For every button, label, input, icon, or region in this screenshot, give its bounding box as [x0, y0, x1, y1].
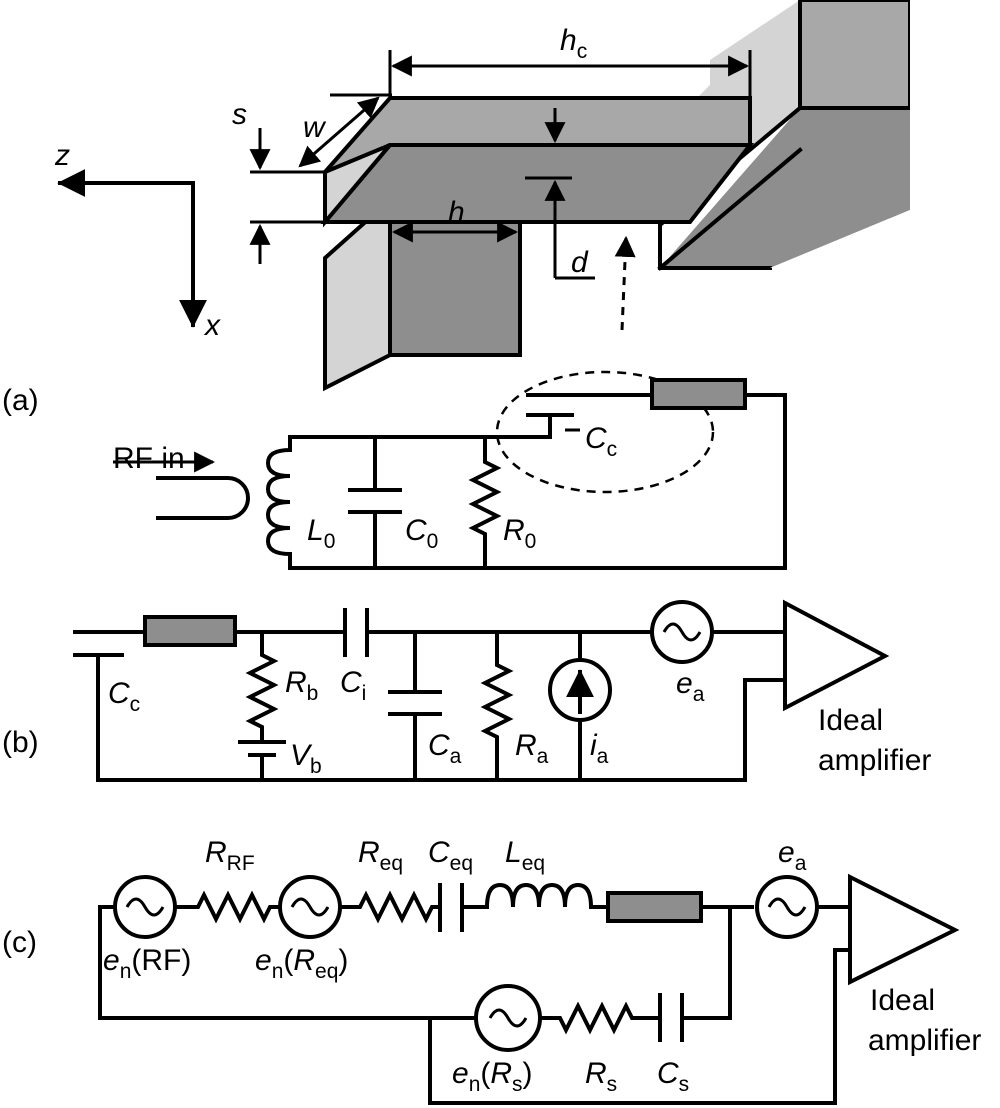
axis-x-label: x	[203, 309, 221, 342]
cantilever-resistor-block	[650, 378, 747, 410]
label-Leq: Leq	[505, 836, 545, 875]
label-ea-b: ea	[676, 667, 705, 706]
dimension-w: w	[298, 93, 392, 168]
resistor-Req	[338, 890, 442, 924]
label-s: s	[232, 98, 247, 131]
inductor-L0	[265, 435, 292, 570]
label-enRs: en(Rs)	[452, 1057, 533, 1096]
amp-label-c-line2: amplifier	[868, 1024, 981, 1057]
label-Req: Req	[358, 836, 403, 875]
label-Ceq: Ceq	[428, 836, 473, 875]
label-enRF: en(RF)	[103, 944, 191, 983]
right-wall-top	[798, 0, 912, 110]
resistor-block-c	[606, 891, 703, 923]
resistor-RRF	[173, 890, 282, 924]
resistor-Rb	[245, 630, 279, 744]
label-Ci: Ci	[340, 666, 366, 705]
panel-label-b: (b)	[2, 726, 39, 759]
coupling-ellipse	[495, 370, 715, 494]
resonator-geometry	[320, 0, 935, 392]
ideal-amplifier-b	[783, 599, 890, 712]
label-Rb: Rb	[285, 666, 318, 705]
label-R0: R0	[503, 514, 536, 553]
axis-z-label: z	[54, 139, 70, 172]
circuit-b: Cc Rb Ci Vb Ca Ra ia ea Ideal amplifier	[73, 599, 931, 782]
label-Ra: Ra	[515, 729, 549, 768]
capacitor-Ca	[388, 630, 442, 782]
label-Vb: Vb	[290, 739, 322, 778]
panel-label-a: (a)	[2, 384, 39, 417]
inductor-Leq	[460, 882, 610, 909]
label-RRF: RRF	[205, 836, 255, 875]
label-w: w	[303, 111, 327, 144]
dashed-pointer	[614, 235, 636, 331]
label-Cc-a: Cc	[585, 422, 617, 461]
resistor-Ra	[480, 630, 514, 782]
amp-label-b-line1: Ideal	[818, 704, 883, 737]
ideal-amplifier-c	[848, 873, 960, 986]
dimension-d: d	[525, 108, 595, 280]
amp-label-b-line2: amplifier	[818, 744, 931, 777]
label-Ca: Ca	[428, 729, 462, 768]
dimension-hc: hc	[388, 24, 752, 98]
label-enReq: en(Req)	[255, 944, 348, 983]
label-ea-c: ea	[778, 836, 807, 875]
resistor-block-b	[143, 615, 237, 647]
axes: z x	[54, 139, 221, 342]
label-Cc-b: Cc	[108, 677, 140, 716]
label-L0: L0	[307, 514, 335, 553]
label-ia: ia	[590, 729, 609, 768]
rf-input-loop	[156, 476, 250, 520]
right-wall-face	[660, 0, 910, 268]
amp-label-c-line1: Ideal	[870, 984, 935, 1017]
rf-in-label: RF in	[113, 442, 185, 475]
panel-label-c: (c)	[2, 926, 37, 959]
label-C0: C0	[405, 514, 438, 553]
capacitor-C0	[348, 435, 402, 570]
dimension-s: s	[232, 98, 325, 264]
label-d: d	[571, 246, 589, 279]
left-post-side	[323, 195, 392, 392]
label-h: h	[448, 196, 465, 229]
circuit-a: RF in L0 C0 R0 Cc	[113, 370, 787, 570]
resistor-R0	[468, 435, 502, 570]
label-hc: hc	[560, 24, 587, 63]
label-Rs: Rs	[585, 1057, 617, 1096]
resistor-Rs	[538, 1001, 662, 1035]
circuit-c: RRF Req Ceq Leq ea en(RF) en(Req) en(Rs)…	[98, 836, 981, 1105]
dimension-h: h	[391, 196, 519, 243]
label-Cs: Cs	[657, 1057, 689, 1096]
cantilever-front	[320, 143, 755, 224]
